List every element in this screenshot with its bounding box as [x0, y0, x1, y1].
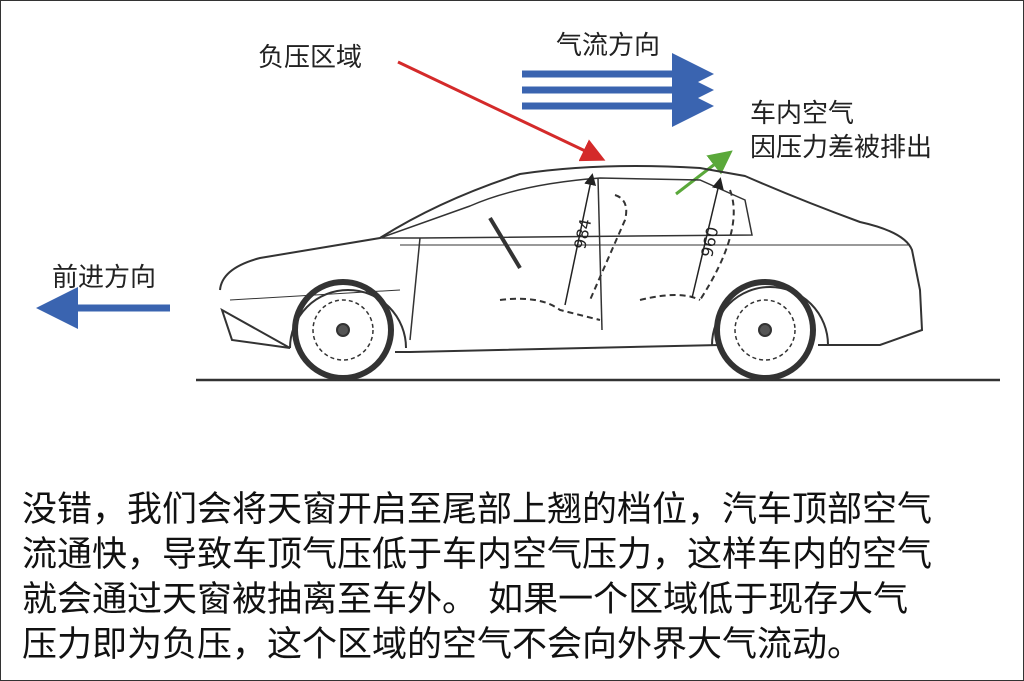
- paragraph-line: 流通快，导致车顶气压低于车内空气压力，这样车内的空气: [22, 535, 933, 575]
- airflow-arrows: [522, 53, 714, 127]
- airflow-direction-label: 气流方向: [556, 31, 661, 61]
- dimension-lines: [564, 173, 724, 306]
- car-outline: [196, 165, 1000, 382]
- negative-pressure-arrow: [397, 60, 606, 162]
- dimension-rear: 960: [697, 225, 722, 259]
- cabin-air-label-line1: 车内空气: [750, 99, 855, 129]
- dimension-front: 984: [570, 217, 595, 251]
- paragraph-line: 压力即为负压，这个区域的空气不会向外界大气流动。: [22, 625, 863, 665]
- cabin-air-label-line2: 因压力差被排出: [750, 133, 933, 163]
- negative-pressure-label: 负压区域: [258, 43, 363, 73]
- paragraph-line: 没错，我们会将天窗开启至尾部上翘的档位，汽车顶部空气: [22, 490, 933, 530]
- forward-direction-label: 前进方向: [52, 263, 157, 293]
- paragraph-line: 就会通过天窗被抽离至车外。 如果一个区域低于现存大气: [22, 580, 909, 620]
- exhaust-arrow: [675, 150, 733, 196]
- car-airflow-diagram: 984 960: [36, 53, 1000, 382]
- explanation-paragraph: 没错，我们会将天窗开启至尾部上翘的档位，汽车顶部空气 流通快，导致车顶气压低于车…: [22, 488, 1012, 668]
